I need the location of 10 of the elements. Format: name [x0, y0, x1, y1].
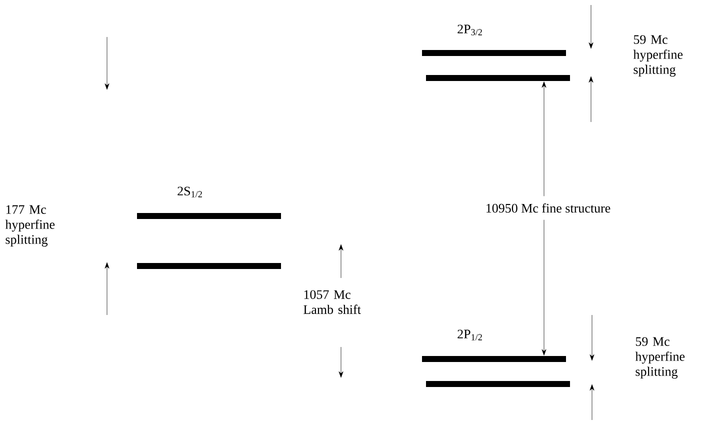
arrow [542, 220, 546, 356]
level-label: 10950 Mc fine structure [486, 203, 610, 213]
energy-level-bar [422, 50, 566, 56]
arrow [542, 82, 546, 196]
energy-level-bar [137, 213, 281, 219]
energy-level-bar [137, 263, 281, 269]
splitting-label: 59 Mc hyperfine splitting [635, 337, 685, 379]
splitting-label: 177 Mc hyperfine splitting [5, 205, 55, 247]
splitting-label: 59 Mc hyperfine splitting [633, 35, 683, 77]
energy-level-bar [426, 381, 570, 387]
